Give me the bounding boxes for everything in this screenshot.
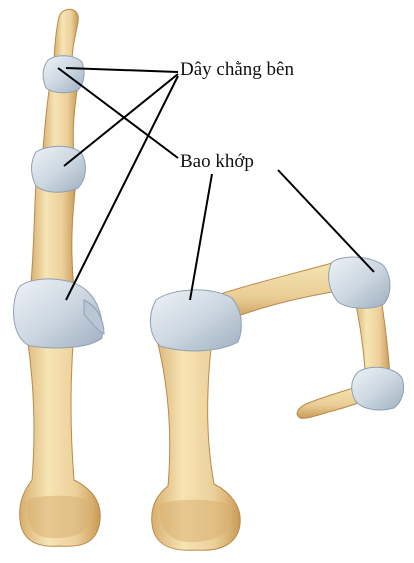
dip-capsule-flexed [352, 367, 404, 410]
leader-capsule-pip-flexed [278, 170, 374, 272]
dip-ligament-straight [43, 56, 84, 93]
mcp-capsule-flexed [150, 290, 241, 351]
collateral-ligament-label: Dây chằng bên [180, 60, 294, 79]
leader-ligament-mcp [66, 76, 178, 300]
proximal-phalanx-straight [30, 178, 76, 295]
leader-ligament-pip [64, 74, 178, 166]
leader-capsule-mcp-flexed [190, 174, 212, 300]
pip-capsule-flexed [329, 257, 390, 308]
pip-ligament-straight [32, 146, 86, 192]
joint-capsule-label: Bao khớp [180, 152, 254, 171]
